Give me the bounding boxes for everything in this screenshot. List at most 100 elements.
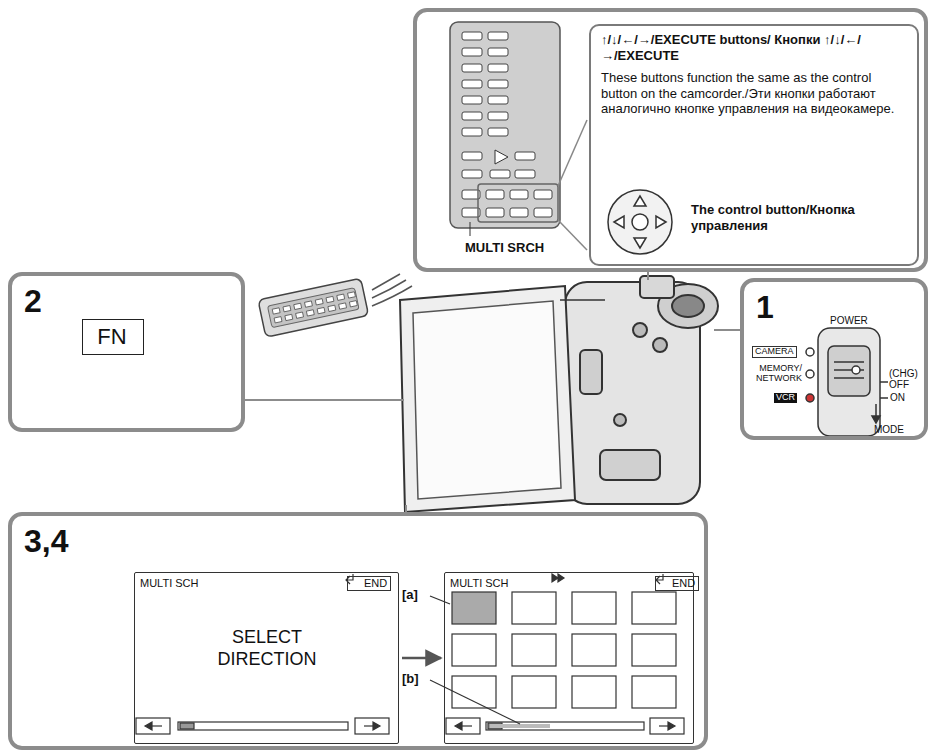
remote-control-part-part bbox=[486, 190, 504, 199]
power-switch-part bbox=[852, 366, 860, 374]
small-remote-part bbox=[372, 274, 412, 306]
screen-details-part bbox=[452, 592, 676, 708]
remote-control-part-part bbox=[488, 80, 508, 88]
small-remote-part-part-part bbox=[339, 303, 347, 309]
remote-control-part-part bbox=[462, 170, 482, 178]
screen-details-part-part bbox=[572, 634, 616, 666]
screen-details-part-part bbox=[632, 676, 676, 708]
screen-details-part bbox=[490, 724, 550, 728]
small-remote-part-part-part bbox=[272, 308, 280, 314]
power-switch-part bbox=[834, 361, 864, 363]
remote-control-part-part bbox=[534, 208, 552, 217]
remote-control-part-part bbox=[488, 48, 508, 56]
screen-button: END bbox=[347, 576, 391, 591]
remote-control-part-part bbox=[510, 190, 528, 199]
info-box: ↑/↓/←/→/EXECUTE buttons/ Кнопки ↑/↓/←/→/… bbox=[589, 24, 919, 266]
leader-lines bbox=[245, 272, 740, 512]
control-button-part bbox=[608, 190, 672, 254]
remote-control-part-part bbox=[462, 80, 482, 88]
camcorder-part bbox=[633, 323, 647, 337]
power-switch-part bbox=[880, 381, 888, 383]
remote-control-part-part bbox=[488, 128, 508, 136]
power-switch-part bbox=[806, 394, 814, 402]
small-remote-part-part-part bbox=[328, 305, 336, 311]
small-remote bbox=[258, 274, 412, 337]
remote-control-part bbox=[470, 222, 471, 236]
small-remote-part-part bbox=[272, 292, 357, 323]
control-button-part bbox=[632, 214, 648, 230]
screen-details bbox=[136, 574, 684, 734]
remote-control-part-part bbox=[462, 48, 482, 56]
camcorder-part bbox=[672, 295, 704, 317]
screen-details-part bbox=[446, 718, 480, 734]
small-remote-part-part-part bbox=[317, 307, 325, 313]
remote-control-part-part bbox=[488, 64, 508, 72]
remote-control-part-part bbox=[462, 96, 482, 104]
control-button-part bbox=[614, 216, 624, 228]
button-label: FN bbox=[83, 324, 141, 350]
camcorder-part bbox=[653, 338, 667, 352]
screen-details-part-part bbox=[452, 634, 496, 666]
screen-details-part bbox=[364, 725, 375, 726]
power-switch-part bbox=[828, 346, 870, 396]
button-label: MULTI SRCH bbox=[463, 240, 546, 256]
screen-details-part-part bbox=[452, 592, 496, 624]
small-remote-part-part bbox=[267, 288, 359, 328]
switch-position: CAMERA bbox=[752, 346, 797, 358]
screen-display: MULTI SCHEND bbox=[444, 572, 694, 744]
remote-control-part-part bbox=[488, 96, 508, 104]
camcorder-part bbox=[400, 286, 575, 512]
remote-control-part-part bbox=[488, 32, 508, 40]
screen-details-part bbox=[460, 725, 472, 726]
screen-details-part-part bbox=[512, 592, 556, 624]
step-box: MULTI SCHENDSELECT DIRECTIONMULTI SCHEND… bbox=[8, 512, 708, 750]
small-remote-part-part-part bbox=[326, 296, 334, 302]
remote-control-part bbox=[558, 120, 587, 186]
screen-details-part bbox=[558, 574, 564, 582]
camcorder-part bbox=[640, 276, 674, 298]
small-remote-part bbox=[258, 278, 369, 337]
remote-control-part-part bbox=[486, 208, 504, 217]
remote-control-part-part bbox=[488, 112, 508, 120]
small-remote-part-part-part bbox=[285, 314, 293, 320]
remote-control-part bbox=[558, 220, 587, 250]
small-remote-part-part-part bbox=[283, 306, 291, 312]
step-number: 1 bbox=[756, 288, 774, 326]
screen-details-part-part bbox=[572, 676, 616, 708]
step-box: FN 2 bbox=[8, 272, 245, 432]
power-switch-part bbox=[806, 348, 814, 356]
remote-control-part-part bbox=[510, 208, 528, 217]
body-text: These buttons function the same as the c… bbox=[601, 70, 907, 117]
camcorder-part bbox=[600, 450, 660, 480]
screen-details-part bbox=[486, 722, 644, 730]
part-label: The control button/Кнопка управления bbox=[691, 202, 905, 233]
power-switch-part bbox=[872, 416, 880, 423]
screen-title: MULTI SCH bbox=[140, 577, 198, 590]
flow-arrow bbox=[402, 657, 441, 660]
screen-display: MULTI SCHENDSELECT DIRECTION bbox=[134, 572, 399, 744]
remote-control-part-part bbox=[462, 32, 482, 40]
switch-position: (CHG) OFF bbox=[889, 368, 925, 390]
step-number: 2 bbox=[24, 282, 42, 320]
remote-control bbox=[450, 22, 587, 250]
switch-label: POWER bbox=[830, 315, 868, 326]
camcorder-part bbox=[580, 350, 602, 394]
screen-details-part bbox=[650, 718, 684, 734]
remote-control-part-part bbox=[462, 112, 482, 120]
small-remote-part-part-part bbox=[296, 312, 304, 318]
remote-control-part bbox=[495, 150, 508, 164]
callout-label: [a] bbox=[402, 588, 418, 602]
small-remote-part-part-part bbox=[305, 301, 313, 307]
screen-details-part bbox=[552, 574, 558, 582]
leader-lines-part bbox=[405, 505, 407, 512]
small-remote-part-part-part bbox=[337, 294, 345, 300]
power-switch-part bbox=[880, 397, 888, 399]
remote-control-part-part bbox=[462, 64, 482, 72]
remote-control-part-part bbox=[490, 170, 510, 178]
screen-details-part bbox=[136, 718, 170, 734]
screen-details-part bbox=[355, 718, 389, 734]
screen-details-part bbox=[180, 723, 194, 729]
switch-position: MEMORY/ NETWORK bbox=[748, 364, 802, 384]
screen-details-part bbox=[150, 725, 162, 726]
